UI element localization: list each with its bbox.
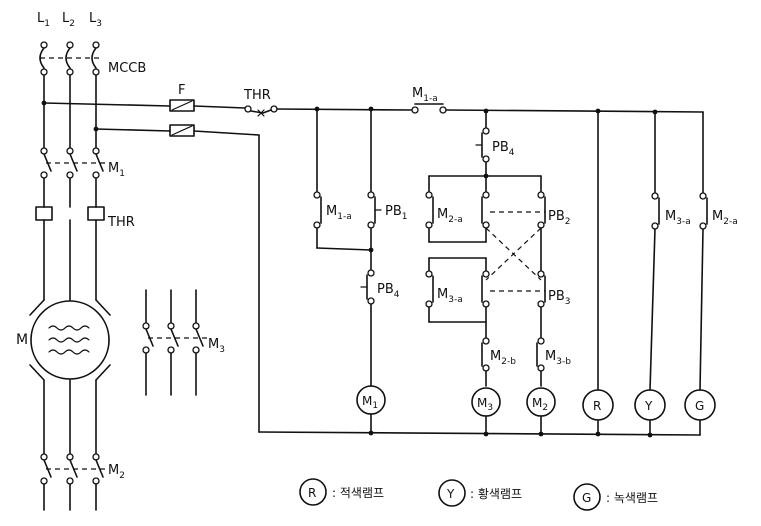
pb4-top-label: PB4 — [492, 140, 515, 158]
control-circuit: F THR M1-a — [43, 83, 738, 438]
coil-m1-label: M1 — [362, 394, 378, 411]
m3a-holding-label: M3-a — [437, 287, 463, 305]
m1-contacts-label: M1 — [108, 161, 125, 179]
m2a-holding-contact — [425, 191, 434, 229]
svg-text:: 적색램프: : 적색램프 — [332, 486, 384, 500]
pb1-button — [367, 191, 382, 271]
coil-m2-label: M2 — [532, 396, 548, 413]
m1a-holding-label: M1-a — [326, 204, 352, 222]
lamp-yellow-label: Y — [644, 399, 653, 413]
m2b-interlock-contact — [481, 337, 490, 387]
supply-l1-label: L1 — [37, 11, 50, 29]
motor-symbol — [29, 299, 111, 381]
m2-main-contacts — [40, 453, 106, 511]
m1a-holding-contact — [313, 191, 322, 249]
legend-red: R : 적색램프 — [299, 478, 384, 506]
pb3-label: PB3 — [548, 289, 571, 307]
legend: R : 적색램프 Y : 황색램프 G : 녹색램프 — [299, 478, 658, 511]
fuse-label: F — [178, 83, 185, 98]
m2a-lamp-contact — [699, 192, 708, 230]
power-circuit: L1 L2 L3 MCCB — [16, 11, 225, 511]
supply-l2-label: L2 — [62, 11, 75, 29]
mccb-label: MCCB — [108, 61, 146, 76]
m3a-lamp-contact — [651, 192, 660, 230]
terminal-l1 — [40, 41, 48, 49]
supply-l3-label: L3 — [89, 11, 102, 29]
svg-text:G: G — [582, 491, 591, 505]
m3b-interlock-contact — [536, 337, 545, 387]
svg-text:R: R — [308, 486, 316, 500]
m3a-lamp-label: M3-a — [665, 209, 691, 227]
pb1-label: PB1 — [385, 204, 408, 222]
pb4-top-button — [475, 127, 490, 163]
m3a-holding-contact — [425, 270, 434, 308]
svg-text:: 녹색램프: : 녹색램프 — [606, 491, 658, 505]
legend-green: G : 녹색램프 — [573, 483, 658, 511]
m2b-label: M2-b — [490, 349, 516, 367]
thr-control-contact — [244, 105, 278, 117]
thr-heaters — [35, 206, 105, 221]
pb2-label: PB2 — [548, 209, 571, 227]
pb4-lower-label: PB4 — [377, 282, 400, 300]
terminal-l3 — [92, 41, 100, 49]
m1-main-contacts — [40, 147, 106, 179]
m2-contacts-label: M2 — [108, 463, 125, 481]
thr-heater-label: THR — [107, 215, 135, 230]
lamp-green-label: G — [695, 399, 704, 413]
m2a-lamp-label: M2-a — [712, 209, 738, 227]
m1a-top-label: M1-a — [412, 86, 438, 104]
legend-yellow: Y : 황색램프 — [438, 479, 522, 507]
thr-control-label: THR — [243, 88, 271, 103]
motor-label: M — [16, 332, 28, 348]
m3-contacts-label: M3 — [208, 337, 225, 355]
pb3-button — [490, 270, 546, 308]
coil-m3-label: M3 — [477, 396, 493, 413]
m2a-holding-label: M2-a — [437, 207, 463, 225]
svg-text:Y: Y — [446, 487, 455, 501]
lamp-red-label: R — [593, 399, 601, 413]
m3-main-contacts — [142, 289, 208, 396]
m3b-label: M3-b — [545, 349, 571, 367]
svg-text:: 황색램프: : 황색램프 — [470, 487, 522, 501]
m1a-top-contact — [411, 103, 447, 114]
pb4-lower-button — [360, 269, 375, 387]
terminal-l2 — [66, 41, 74, 49]
pb2-button — [490, 191, 546, 229]
mccb-breaker — [39, 47, 102, 76]
